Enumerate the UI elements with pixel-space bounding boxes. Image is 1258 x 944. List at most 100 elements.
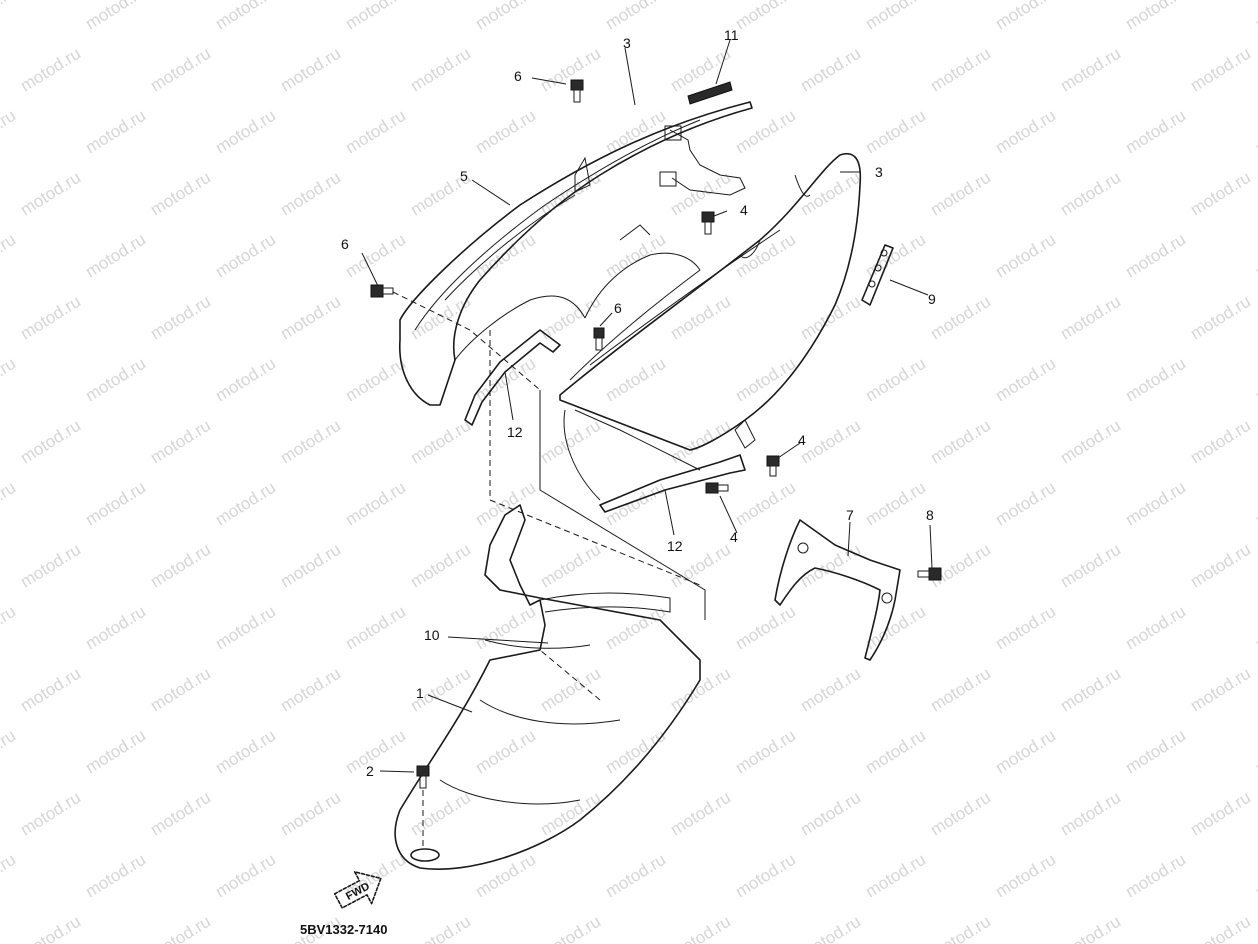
watermark-text: motod.ru	[537, 788, 604, 840]
watermark-text: motod.ru	[667, 416, 734, 468]
screw-6-left	[370, 284, 394, 298]
watermark-text: motod.ru	[1252, 726, 1258, 778]
watermark-text: motod.ru	[0, 354, 19, 406]
watermark-text: motod.ru	[1187, 664, 1254, 716]
watermark-text: motod.ru	[602, 850, 669, 902]
wire-connector	[659, 125, 746, 196]
watermark-text: motod.ru	[1122, 602, 1189, 654]
watermark-text: motod.ru	[147, 664, 214, 716]
watermark-text: motod.ru	[1252, 478, 1258, 530]
watermark-text: motod.ru	[407, 44, 474, 96]
watermark-text: motod.ru	[537, 664, 604, 716]
screw-6-top	[570, 79, 584, 103]
part-11-emblem	[687, 81, 733, 105]
watermark-text: motod.ru	[17, 416, 84, 468]
part-12-rail-right	[599, 454, 746, 513]
watermark-text: motod.ru	[472, 0, 539, 33]
watermark-text: motod.ru	[342, 0, 409, 33]
watermark-text: motod.ru	[0, 478, 19, 530]
part-1-floor-body	[394, 504, 701, 870]
part-5-rear-cover	[399, 101, 753, 406]
watermark-text: motod.ru	[797, 664, 864, 716]
watermark-text: motod.ru	[472, 602, 539, 654]
callout-3: 3	[875, 164, 883, 180]
watermark-text: motod.ru	[1187, 912, 1254, 944]
watermark-text: motod.ru	[992, 0, 1059, 33]
watermark-text: motod.ru	[992, 354, 1059, 406]
watermark-text: motod.ru	[992, 106, 1059, 158]
watermark-text: motod.ru	[927, 912, 994, 944]
watermark-text: motod.ru	[862, 478, 929, 530]
watermark-text: motod.ru	[732, 354, 799, 406]
watermark-text: motod.ru	[277, 788, 344, 840]
watermark-text: motod.ru	[797, 44, 864, 96]
watermark-text: motod.ru	[1122, 354, 1189, 406]
watermark-text: motod.ru	[1122, 0, 1189, 33]
callout-6: 6	[614, 300, 622, 316]
watermark-text: motod.ru	[927, 416, 994, 468]
screw-4-top	[701, 211, 715, 235]
watermark-text: motod.ru	[927, 292, 994, 344]
watermark-text: motod.ru	[602, 478, 669, 530]
callout-6: 6	[341, 236, 349, 252]
watermark-text: motod.ru	[992, 478, 1059, 530]
watermark-text: motod.ru	[862, 106, 929, 158]
watermark-text: motod.ru	[927, 540, 994, 592]
watermark-text: motod.ru	[602, 354, 669, 406]
watermark-text: motod.ru	[82, 478, 149, 530]
watermark-text: motod.ru	[407, 540, 474, 592]
watermark-text: motod.ru	[862, 0, 929, 33]
watermark-text: motod.ru	[212, 602, 279, 654]
watermark-text: motod.ru	[212, 354, 279, 406]
watermark-text: motod.ru	[537, 416, 604, 468]
watermark-text: motod.ru	[1187, 540, 1254, 592]
callout-2: 2	[366, 763, 374, 779]
screw-8	[917, 567, 942, 581]
watermark-text: motod.ru	[1057, 44, 1124, 96]
callouts: 6 3 11 3 4 5 6 6 9 12 4 4 12 7 8 10 1 2	[341, 27, 936, 779]
watermark-text: motod.ru	[1252, 602, 1258, 654]
assembly-outline	[489, 330, 706, 620]
watermark-text: motod.ru	[797, 416, 864, 468]
watermark-text: motod.ru	[537, 168, 604, 220]
callout-11: 11	[724, 27, 739, 43]
callout-6: 6	[514, 68, 522, 84]
watermark-text: motod.ru	[0, 230, 19, 282]
watermark-text: motod.ru	[1252, 106, 1258, 158]
watermark-text: motod.ru	[1057, 168, 1124, 220]
callout-1: 1	[416, 685, 424, 701]
watermark-text: motod.ru	[212, 230, 279, 282]
watermark-text: motod.ru	[0, 850, 19, 902]
watermark-text: motod.ru	[927, 168, 994, 220]
watermark-text: motod.ru	[732, 602, 799, 654]
part-3-side-cover	[559, 153, 862, 451]
screw-4-right	[766, 455, 780, 477]
watermark-text: motod.ru	[862, 850, 929, 902]
watermark-text: motod.ru	[732, 850, 799, 902]
callout-10: 10	[424, 627, 440, 643]
watermark-text: motod.ru	[1057, 912, 1124, 944]
watermark-text: motod.ru	[992, 726, 1059, 778]
watermark-text: motod.ru	[602, 0, 669, 33]
watermark-text: motod.ru	[797, 912, 864, 944]
callout-12: 12	[507, 424, 523, 440]
callout-4: 4	[730, 529, 738, 545]
watermark-text: motod.ru	[797, 788, 864, 840]
watermark-text: motod.ru	[1122, 478, 1189, 530]
callout-8: 8	[926, 507, 934, 523]
drawing-code: 5BV1332-7140	[300, 922, 388, 937]
watermark-text: motod.ru	[82, 602, 149, 654]
leader-lines	[361, 39, 933, 773]
watermark-text: motod.ru	[17, 912, 84, 944]
watermark-text: motod.ru	[862, 726, 929, 778]
watermark-text: motod.ru	[1187, 168, 1254, 220]
watermark-text: motod.ru	[407, 788, 474, 840]
screw-6-middle	[593, 327, 605, 351]
watermark-text: motod.ru	[17, 168, 84, 220]
callout-4: 4	[740, 202, 748, 218]
callout-3-top: 3	[623, 35, 631, 51]
watermark-text: motod.ru	[277, 292, 344, 344]
watermark-text: motod.ru	[992, 602, 1059, 654]
